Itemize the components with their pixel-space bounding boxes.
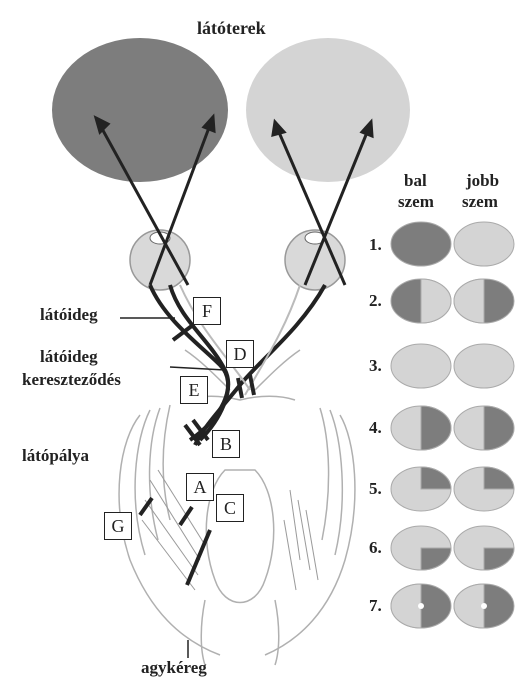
row-label-1: 1. (369, 235, 382, 255)
box-g: G (104, 512, 132, 540)
row-label-7: 7. (369, 596, 382, 616)
label-chiasm-1: látóideg (40, 347, 98, 367)
label-cortex: agykéreg (141, 658, 207, 678)
box-c: C (216, 494, 244, 522)
column-left-1: bal (404, 171, 427, 191)
page-title: látóterek (197, 18, 266, 38)
label-optic-tract: látópálya (22, 446, 89, 466)
row1-left (391, 222, 451, 266)
column-left-2: szem (398, 192, 434, 212)
box-e: E (180, 376, 208, 404)
lesion-c (187, 530, 210, 585)
left-visual-field (52, 38, 228, 182)
column-right-1: jobb (466, 171, 499, 191)
row-label-3: 3. (369, 356, 382, 376)
radiation-fibers (142, 470, 318, 590)
eye-field-grid (391, 222, 514, 628)
right-visual-field (246, 38, 410, 182)
box-d: D (226, 340, 254, 368)
box-b: B (212, 430, 240, 458)
box-f: F (193, 297, 221, 325)
row1-right (454, 222, 514, 266)
label-optic-nerve: látóideg (40, 305, 98, 325)
row-label-6: 6. (369, 538, 382, 558)
row-label-4: 4. (369, 418, 382, 438)
row-label-5: 5. (369, 479, 382, 499)
lesion-d (250, 375, 254, 395)
column-right-2: szem (462, 192, 498, 212)
box-a: A (186, 473, 214, 501)
row-label-2: 2. (369, 291, 382, 311)
label-chiasm-2: kereszteződés (22, 370, 121, 390)
